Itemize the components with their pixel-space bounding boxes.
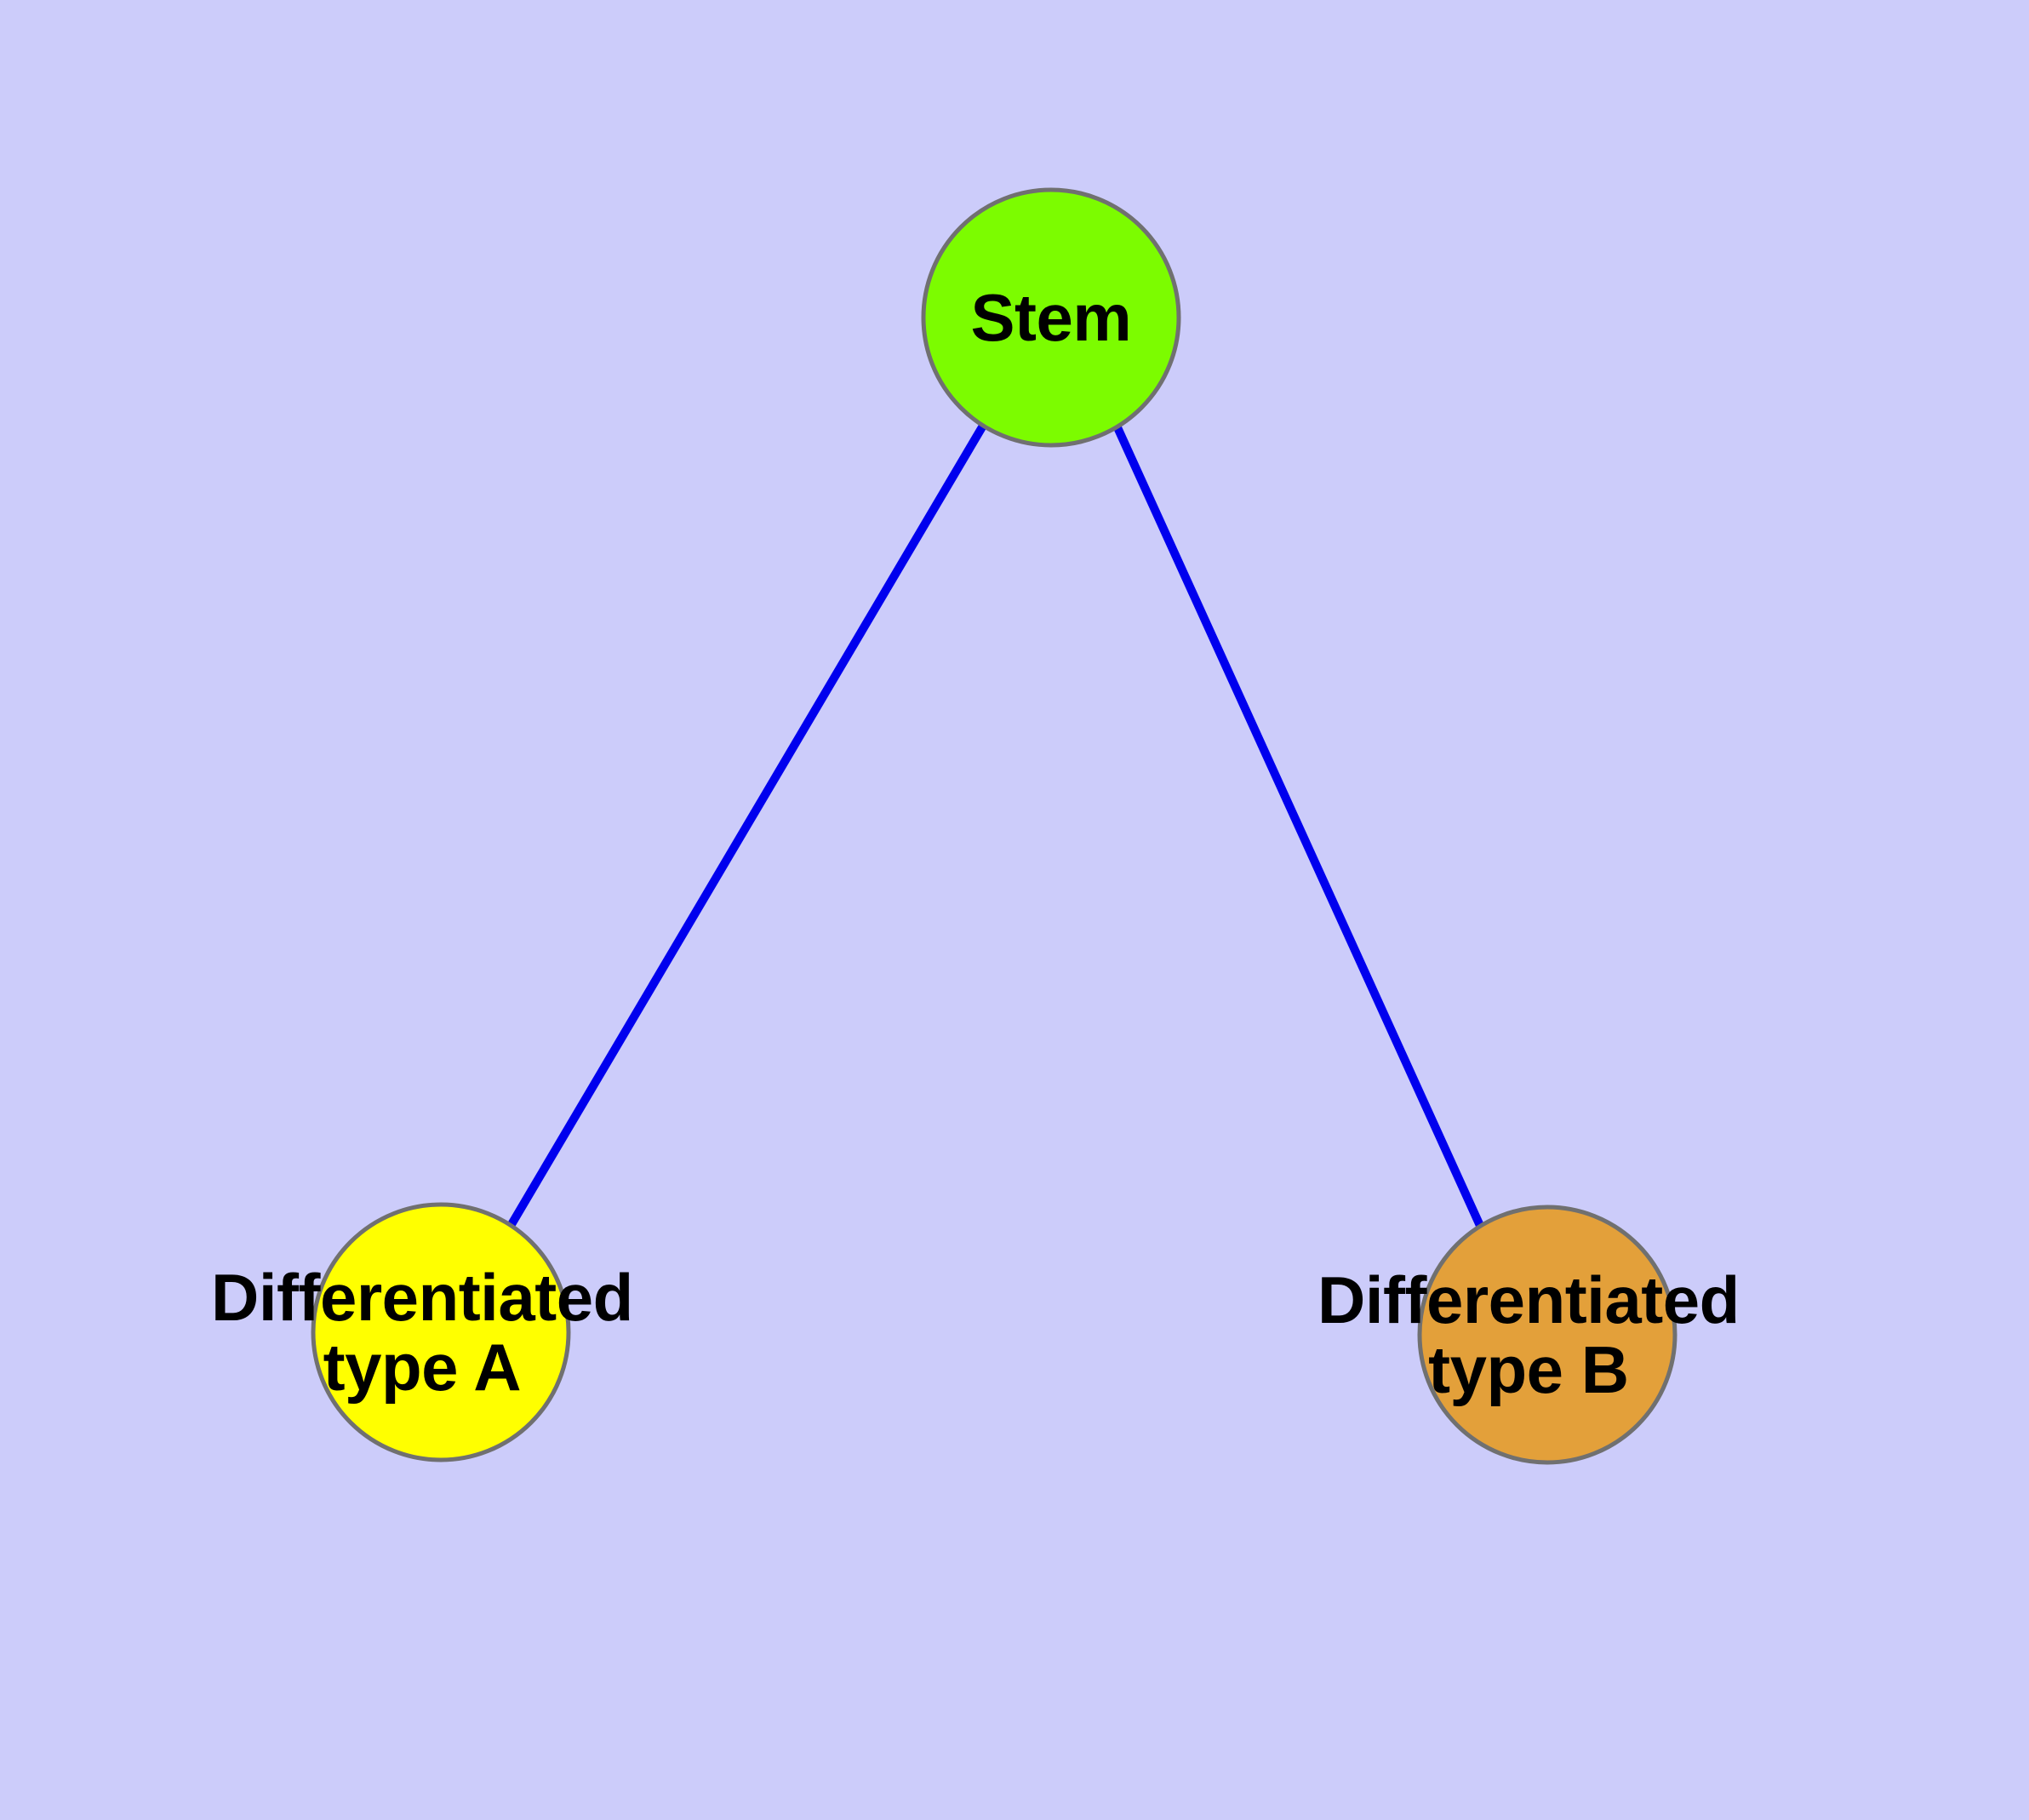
edges-layer bbox=[506, 423, 1485, 1230]
nodes-layer bbox=[311, 187, 1677, 1465]
graph-node-diff-a[interactable] bbox=[311, 1202, 571, 1462]
graph-node-stem[interactable] bbox=[921, 187, 1181, 448]
graph-node-diff-b[interactable] bbox=[1417, 1205, 1677, 1465]
graph-edge-stem-to-diff-a bbox=[506, 423, 987, 1228]
graph-edge-stem-to-diff-b bbox=[1112, 423, 1485, 1230]
